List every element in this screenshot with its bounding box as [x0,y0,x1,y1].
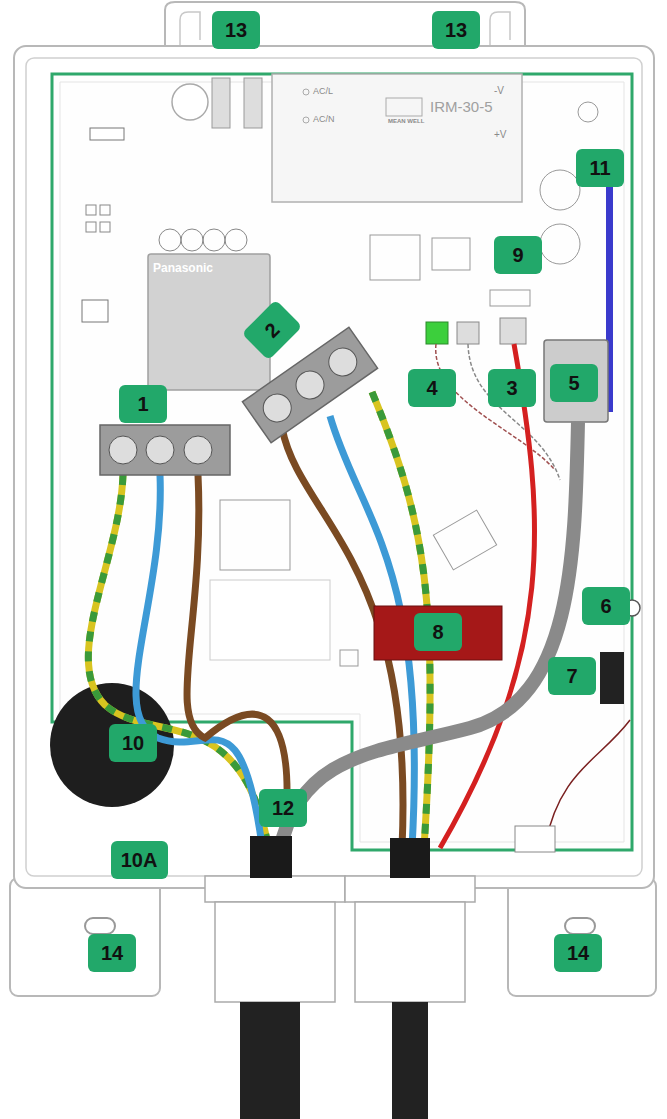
callout-text: 1 [137,393,148,416]
callout-text: 8 [432,621,443,644]
callout-text: 4 [426,377,437,400]
callout-text: 10A [121,849,158,872]
component-marking: +V [494,130,507,140]
callout-number: 5 [550,364,598,402]
component-marking: AC/N [313,115,335,124]
component-marking: AC/L [313,87,333,96]
callout-text: 11 [589,157,610,180]
callout-number: 4 [408,369,456,407]
callout-text: 7 [566,665,577,688]
callout-number: 12 [259,789,307,827]
component-marking: MEAN WELL [388,118,424,124]
callout-text: 10 [122,732,144,755]
callout-number: 8 [414,613,462,651]
callout-text: 14 [101,942,123,965]
callout-number: 3 [488,369,536,407]
callout-text: 9 [512,244,523,267]
callout-text: 12 [272,797,294,820]
component-marking: IRM-30-5 [430,99,493,114]
callout-number: 13 [432,11,480,49]
callout-text: 6 [600,595,611,618]
component-marking: Panasonic [153,262,213,274]
callout-number: 6 [582,587,630,625]
callout-number: 13 [212,11,260,49]
callout-number: 7 [548,657,596,695]
callout-number: 10 [109,724,157,762]
callout-text: 3 [506,377,517,400]
callout-text: 2 [260,318,284,342]
callout-text: 13 [445,19,467,42]
callout-number: 14 [88,934,136,972]
callout-number: 10A [111,841,168,879]
callout-number: 1 [119,385,167,423]
callout-text: 14 [567,942,589,965]
component-marking: -V [494,86,504,96]
callout-text: 13 [225,19,247,42]
callout-number: 11 [576,149,624,187]
callout-number: 9 [494,236,542,274]
callout-number: 14 [554,934,602,972]
callout-text: 5 [568,372,579,395]
callout-number: 2 [242,300,303,361]
